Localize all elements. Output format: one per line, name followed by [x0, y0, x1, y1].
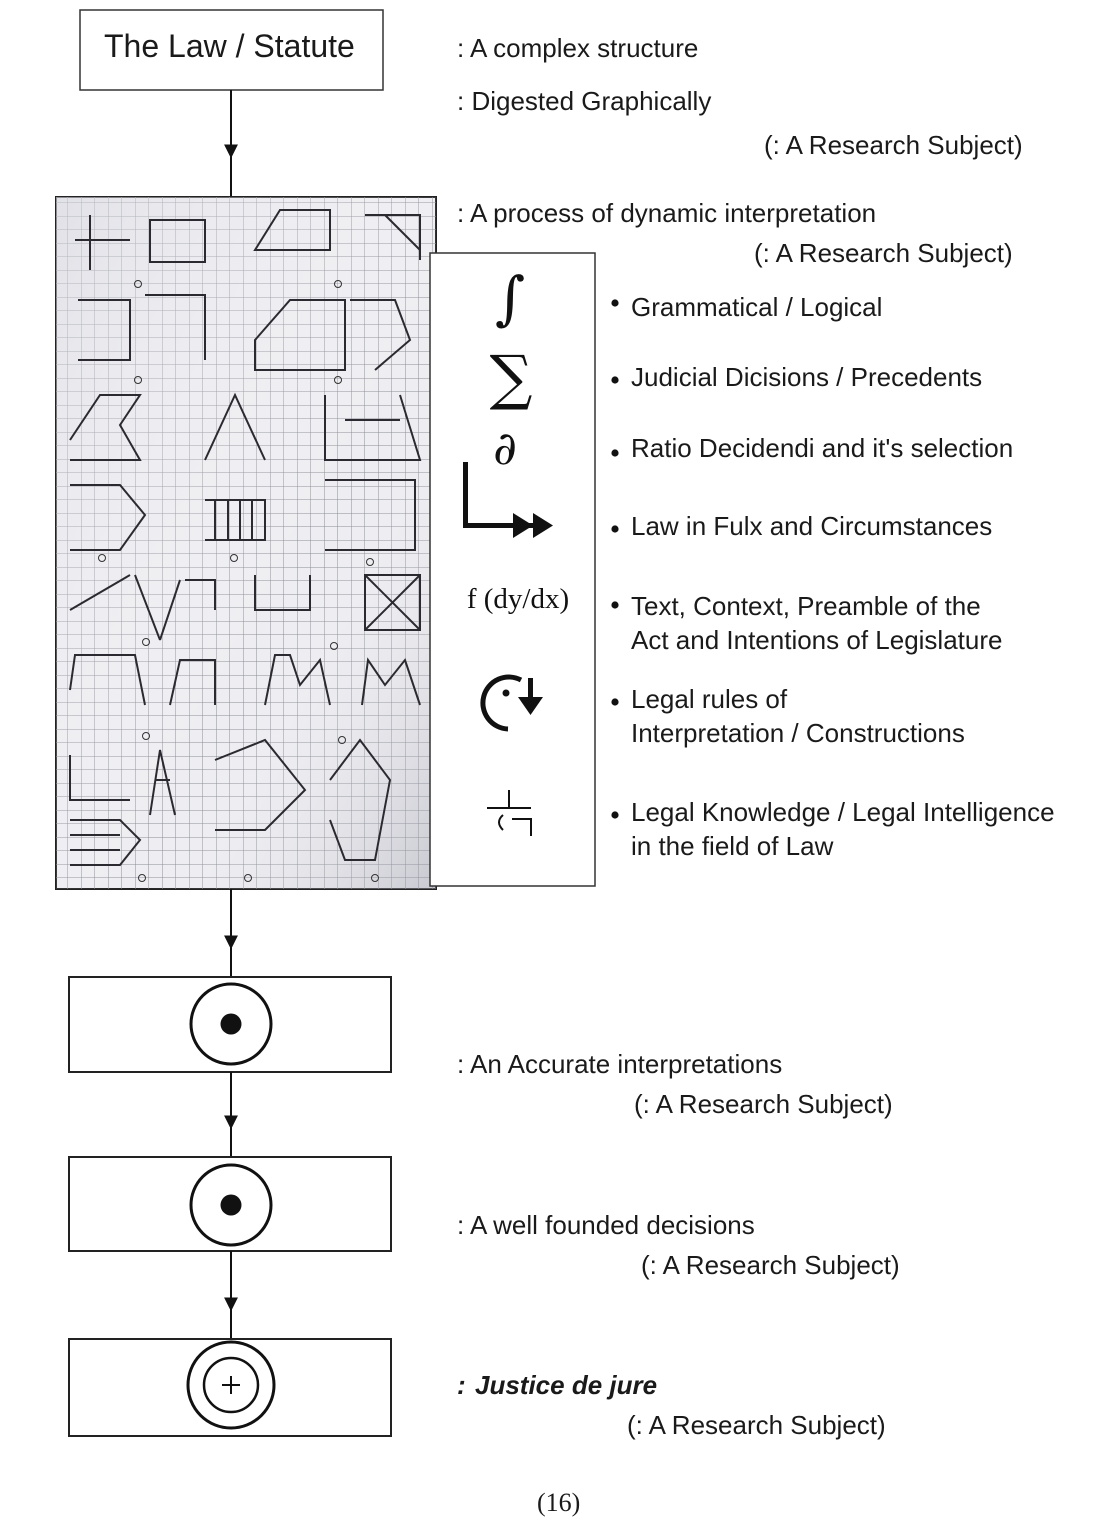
graph-sketches	[69, 209, 422, 866]
bullet-ratio-decidendi: Ratio Decidendi and it's selection	[631, 433, 1014, 463]
statute-title: The Law / Statute	[104, 28, 355, 64]
bullet-judicial-decisions: Judicial Dicisions / Precedents	[631, 362, 983, 392]
summation-icon: ∑	[490, 343, 533, 413]
bullet-dots	[611, 299, 619, 819]
bullet-grammatical: Grammatical / Logical	[631, 292, 883, 322]
note-digested-graphically: : Digested Graphically	[457, 86, 712, 116]
note-justice-prefix: :	[457, 1370, 466, 1400]
bullet-text-context-line2: Act and Intentions of Legislature	[631, 625, 1003, 655]
decision-box	[68, 1156, 392, 1252]
graph-point-markers	[98, 280, 379, 882]
symbols-panel	[429, 252, 596, 887]
note-complex-structure: : A complex structure	[457, 33, 699, 63]
flow-symbol-icon	[487, 790, 532, 836]
justice-box	[68, 1338, 392, 1437]
note-research-subject: (: A Research Subject)	[764, 130, 1023, 160]
note-research-subject: (: A Research Subject)	[641, 1250, 900, 1280]
bullet-legal-rules-line2: Interpretation / Constructions	[631, 718, 965, 748]
bullet-law-in-flux: Law in Fulx and Circumstances	[631, 511, 993, 541]
page-number: (16)	[537, 1488, 581, 1517]
note-accurate-interpretations: : An Accurate interpretations	[457, 1049, 783, 1079]
bullet-legal-knowledge-line2: in the field of Law	[631, 831, 834, 861]
integral-icon: ∫	[495, 264, 525, 332]
accurate-interpretation-box	[68, 976, 392, 1073]
graph-paper-panel	[55, 196, 437, 890]
note-research-subject: (: A Research Subject)	[627, 1410, 886, 1440]
flux-arrow-icon	[463, 462, 553, 538]
partial-derivative-icon: ∂	[493, 421, 517, 475]
note-research-subject: (: A Research Subject)	[754, 238, 1013, 268]
function-icon: f (dy/dx)	[467, 583, 569, 615]
note-research-subject: (: A Research Subject)	[634, 1089, 893, 1119]
note-dynamic-interpretation: : A process of dynamic interpretation	[457, 198, 877, 228]
bullet-text-context: Text, Context, Preamble of the	[631, 591, 981, 621]
rotation-arrow-icon	[480, 674, 543, 732]
bullet-legal-rules: Legal rules of	[631, 684, 788, 714]
bullet-legal-knowledge: Legal Knowledge / Legal Intelligence	[631, 797, 1055, 827]
note-justice-de-jure: Justice de jure	[475, 1370, 658, 1400]
statute-box	[79, 9, 384, 91]
note-well-founded-decisions: : A well founded decisions	[457, 1210, 755, 1240]
